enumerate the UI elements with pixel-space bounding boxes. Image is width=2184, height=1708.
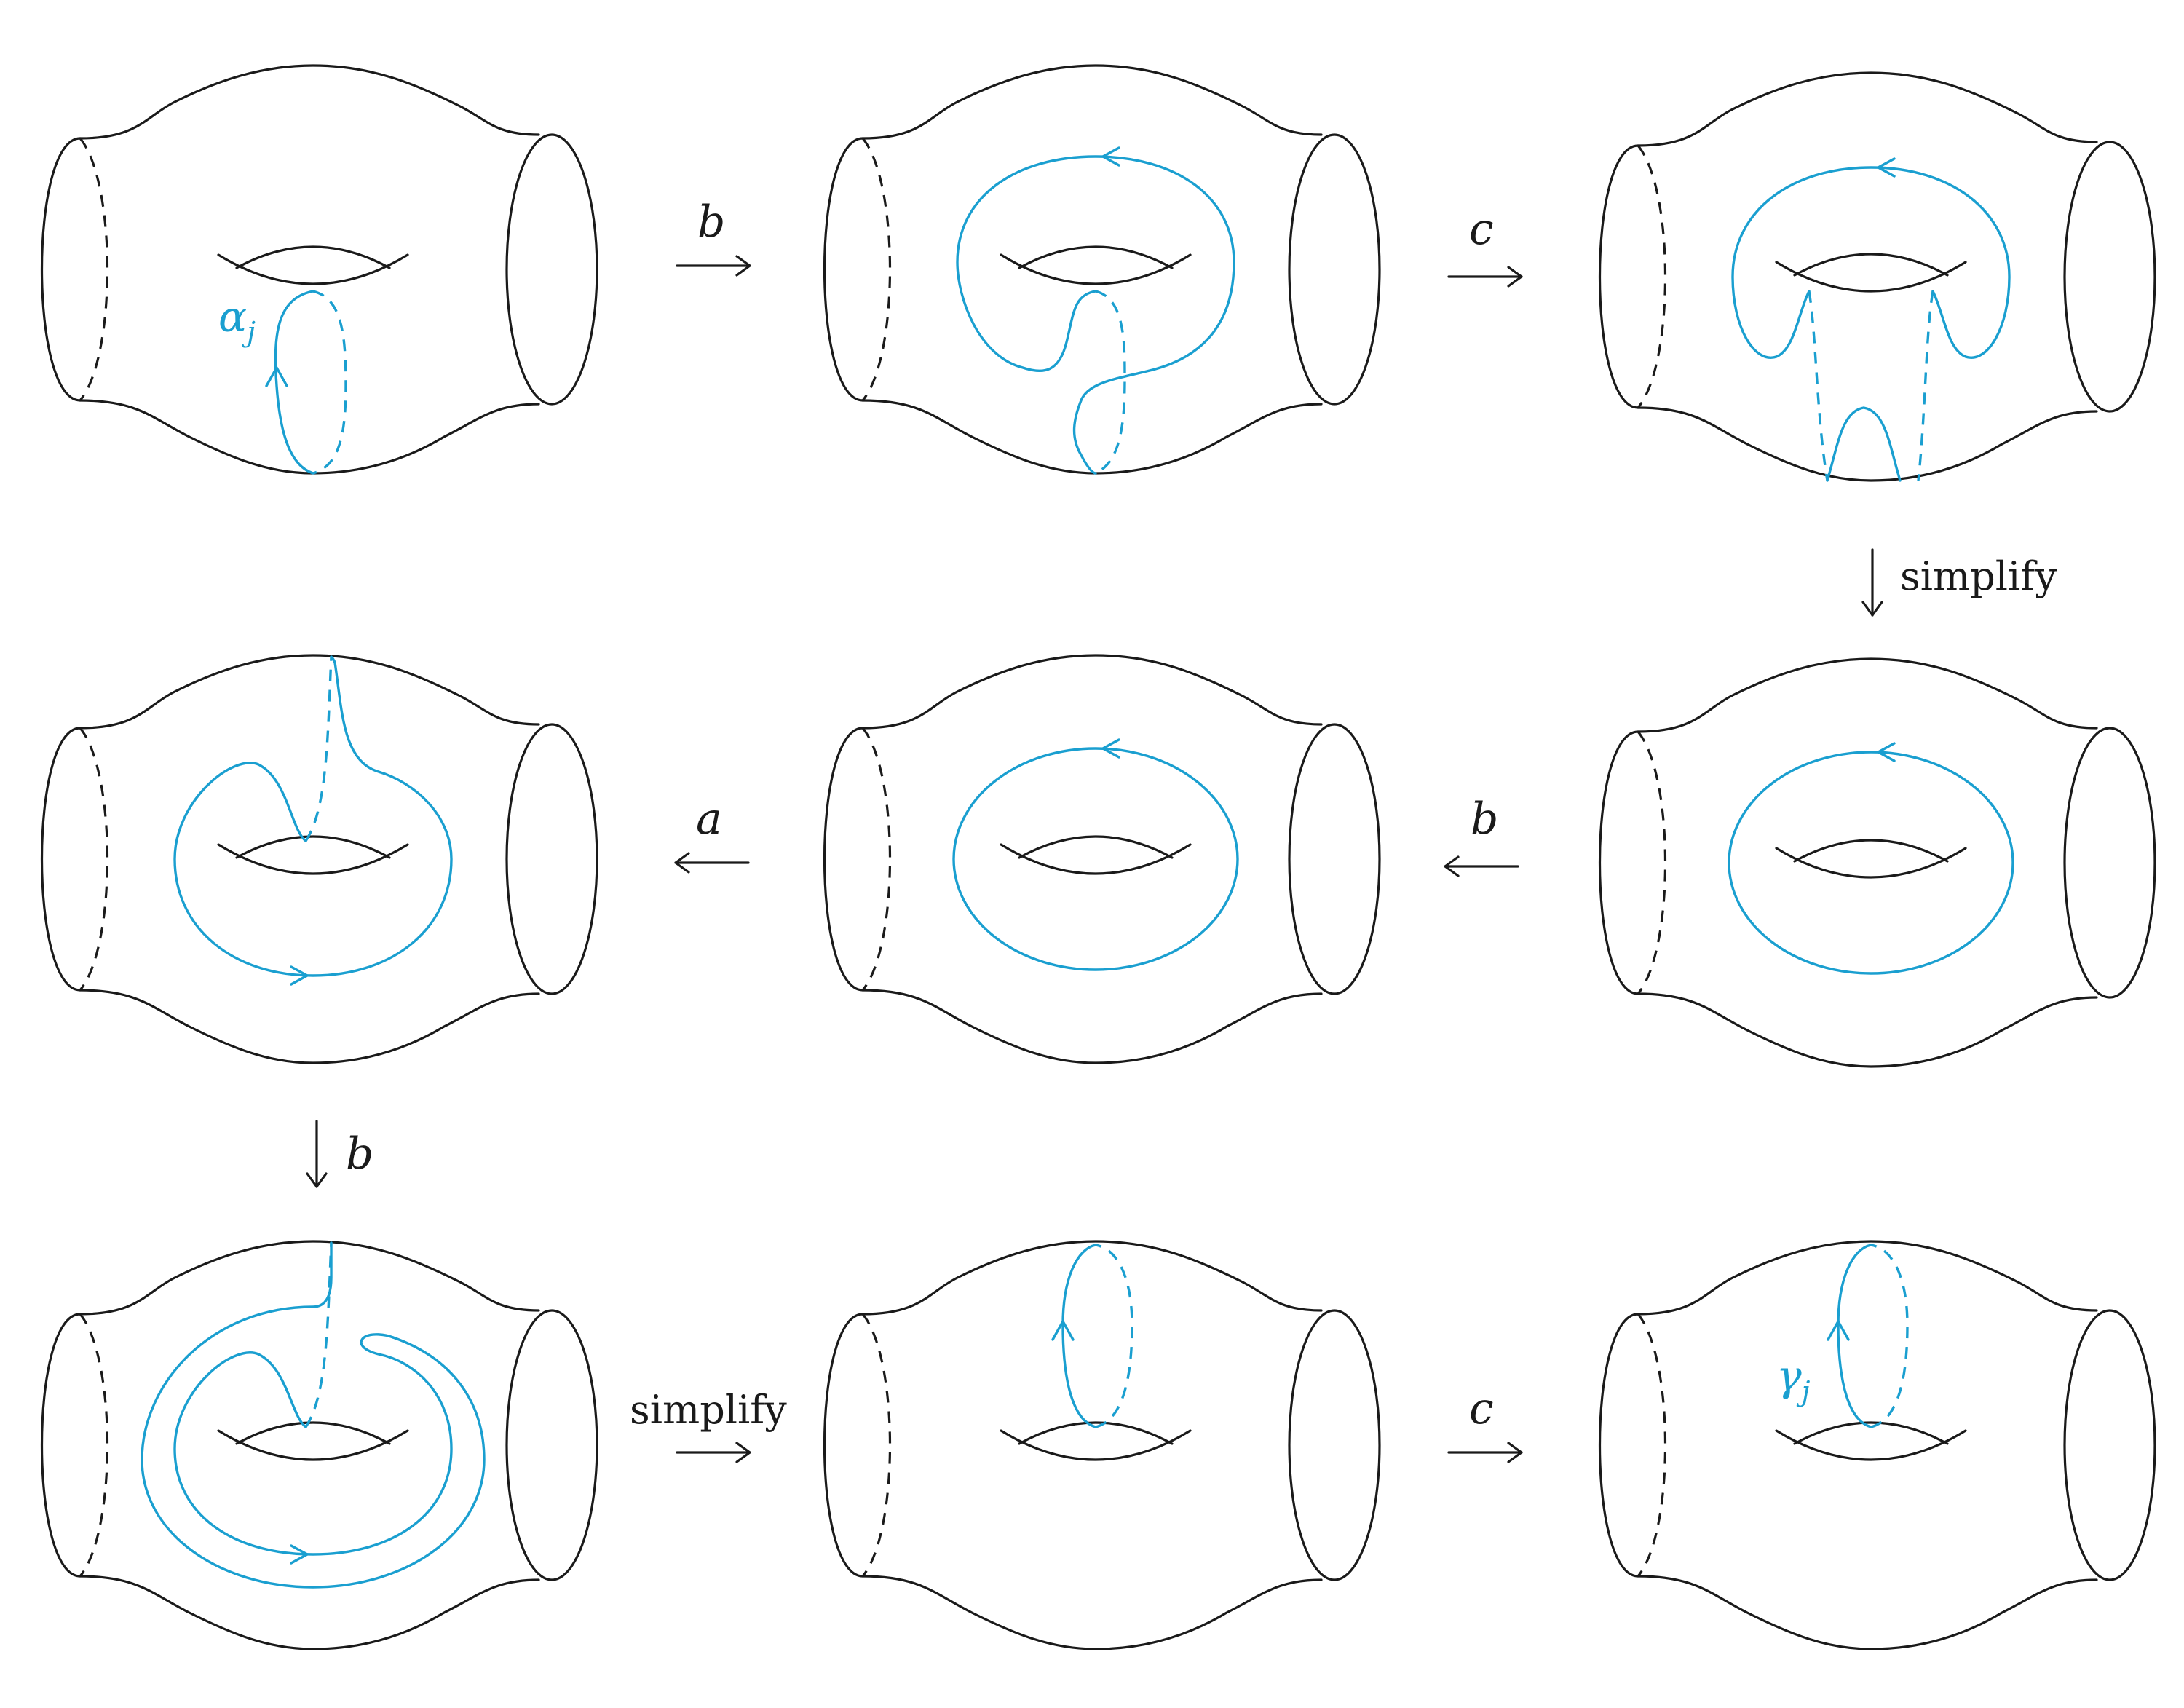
arrow-down-b: b — [306, 1120, 373, 1188]
arrow-down-simplify: simplify — [1861, 548, 2057, 617]
surface-5 — [823, 654, 1381, 1064]
curve-after-c — [1731, 157, 2011, 482]
surface-2 — [823, 64, 1381, 475]
arrow-label-simplify-1: simplify — [1900, 553, 2057, 599]
surface-3 — [1598, 71, 2156, 482]
arrow-label-c-2: c — [1469, 1383, 1494, 1434]
curve-alpha — [265, 290, 347, 475]
curve-spiral — [141, 1241, 486, 1589]
arrow-left-b: b — [1444, 794, 1519, 877]
surface-6 — [1598, 657, 2156, 1068]
arrow-label-b-3: b — [346, 1128, 373, 1179]
curve-loop-5 — [952, 747, 1239, 971]
curve-label-alpha: αj — [218, 292, 256, 348]
arrow-right-simplify: simplify — [630, 1387, 787, 1463]
curve-label-gamma: γj — [1776, 1351, 1811, 1407]
arrow-left-a: a — [674, 794, 750, 874]
arrow-label-simplify-2: simplify — [630, 1387, 787, 1433]
arrow-right-c-2: c — [1447, 1383, 1523, 1463]
surface-1 — [40, 64, 598, 475]
arrow-label-b-2: b — [1471, 794, 1498, 845]
curve-twisted-b — [956, 146, 1235, 475]
curve-loop-6 — [1728, 751, 2014, 975]
surface-8 — [823, 1240, 1381, 1650]
surface-4 — [40, 654, 598, 1064]
curve-after-a — [173, 655, 453, 986]
arrow-right-c-1: c — [1447, 204, 1523, 288]
arrow-label-c-1: c — [1469, 204, 1494, 255]
curve-gamma — [1827, 1244, 1909, 1428]
arrow-label-b-1: b — [697, 197, 725, 248]
surface-7 — [40, 1240, 598, 1650]
arrow-right-b: b — [676, 197, 751, 277]
arrow-label-a: a — [696, 794, 722, 845]
curve-meridian — [1051, 1244, 1133, 1428]
surface-9 — [1598, 1240, 2156, 1650]
